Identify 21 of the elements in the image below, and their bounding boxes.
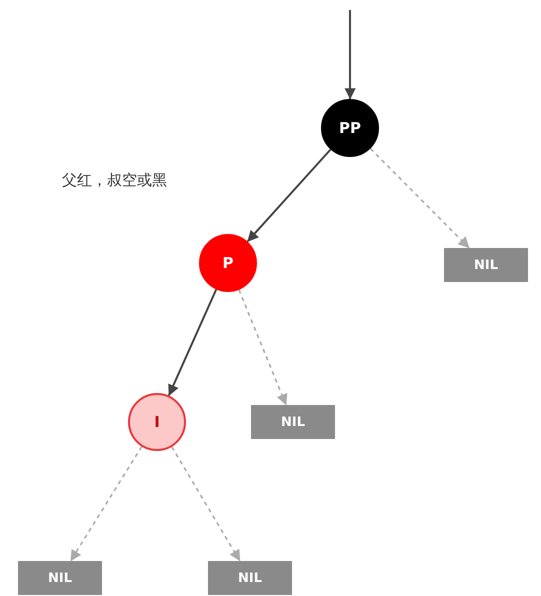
arrow <box>238 290 288 406</box>
node-label: NIL <box>280 414 305 430</box>
node-circle <box>199 234 257 292</box>
note-text: 父红，叔空或黑 <box>62 171 167 190</box>
nil-box <box>18 561 102 595</box>
nil-box <box>208 561 292 595</box>
arrow <box>344 10 356 100</box>
arrow <box>370 148 470 249</box>
node-label: NIL <box>238 570 262 586</box>
arrow <box>70 446 142 562</box>
node-circle <box>321 99 379 157</box>
node-label: P <box>222 254 234 272</box>
node-label: NIL <box>48 570 72 586</box>
arrow <box>168 289 218 396</box>
node-label: I <box>154 413 160 431</box>
node-label: PP <box>339 119 361 137</box>
arrow <box>171 446 241 562</box>
nil-box <box>251 405 335 439</box>
arrow <box>246 148 332 242</box>
nil-box <box>444 248 528 282</box>
node-label: NIL <box>474 258 498 272</box>
